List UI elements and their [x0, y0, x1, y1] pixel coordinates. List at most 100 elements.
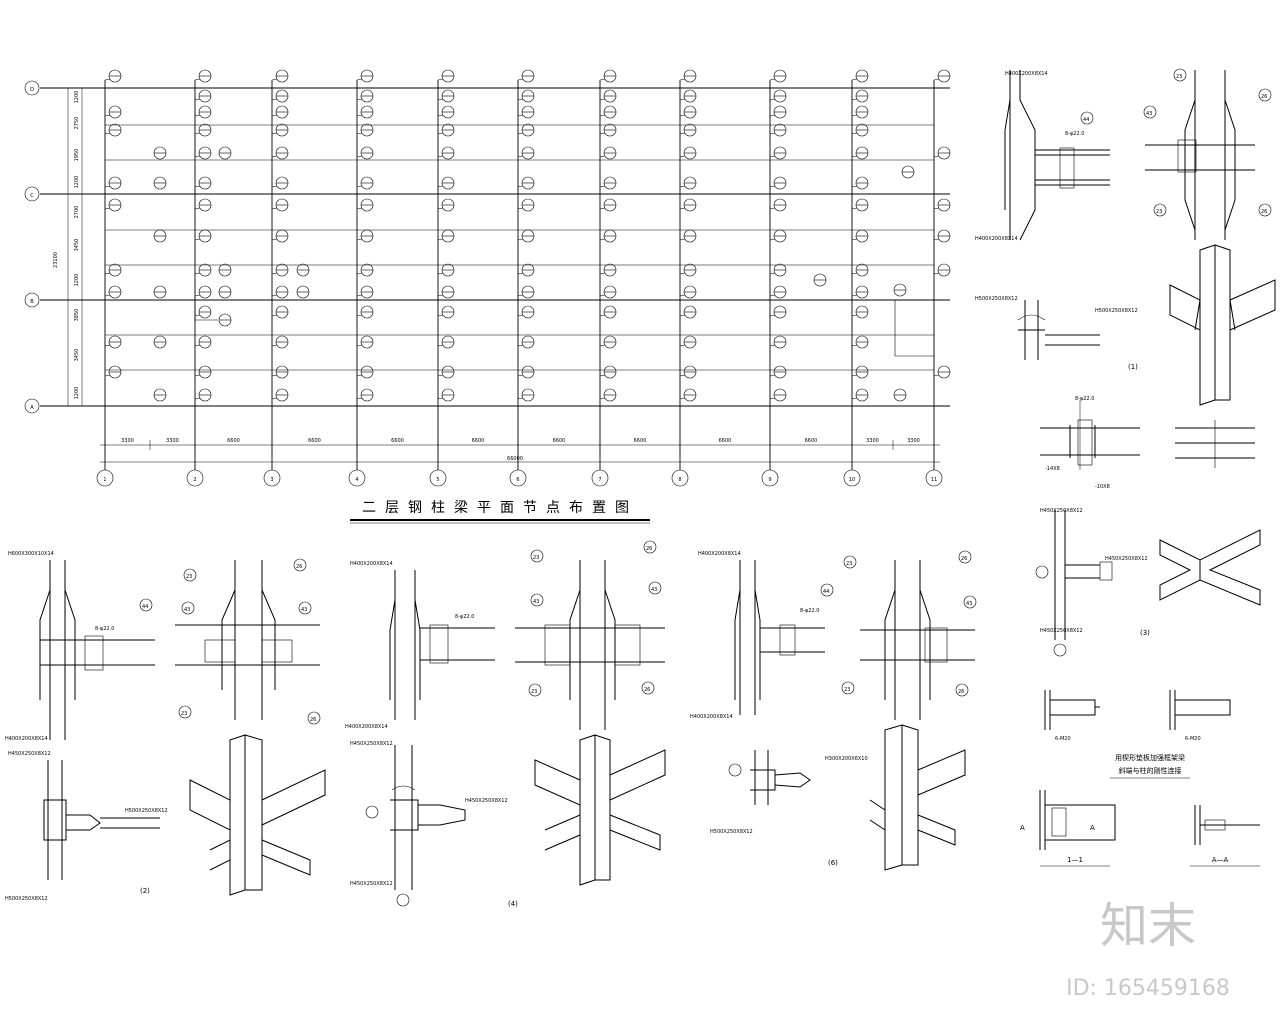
svg-text:23: 23: [186, 574, 192, 580]
node-leader: [356, 397, 363, 400]
svg-text:H500X250X8X12: H500X250X8X12: [710, 829, 753, 835]
axis-label-col: 1: [103, 477, 106, 483]
svg-text:H500X250X8X12: H500X250X8X12: [975, 296, 1018, 302]
node-leader: [769, 397, 776, 400]
watermark: 知末 ID: 165459168: [1066, 898, 1230, 1001]
section-11-label: 1—1: [1067, 856, 1083, 864]
node-leader: [437, 78, 444, 81]
node-leader: [356, 207, 363, 210]
axis-label-col: 5: [436, 477, 439, 483]
node-leader: [769, 114, 776, 117]
node-leader: [851, 272, 858, 275]
splice-detail: 8-φ22.0 -14X8 -10X8: [1040, 396, 1255, 490]
node-leader: [851, 207, 858, 210]
row-dim: 2700: [74, 206, 80, 219]
svg-text:H400X200X8X14: H400X200X8X14: [690, 714, 733, 720]
node-leader: [679, 397, 686, 400]
bay-dim: 6600: [553, 438, 566, 444]
node-leader: [851, 114, 858, 117]
svg-text:H400X200X8X14: H400X200X8X14: [350, 561, 393, 567]
total-width-dim: 66000: [507, 456, 523, 462]
node-leader: [517, 78, 524, 81]
node-leader: [194, 294, 201, 297]
node-leader: [851, 78, 858, 81]
row-dim: 3450: [74, 349, 80, 362]
svg-text:H450X250X8X12: H450X250X8X12: [350, 881, 393, 887]
axis-bubble-col: [96, 469, 114, 487]
node-leader: [356, 294, 363, 297]
svg-text:H300X200X6X10: H300X200X6X10: [825, 756, 868, 762]
svg-text:A: A: [1020, 824, 1025, 832]
node-leader: [517, 207, 524, 210]
node-leader: [769, 272, 776, 275]
node-leader: [769, 294, 776, 297]
node-leader: [517, 397, 524, 400]
axis-label-col: 9: [768, 477, 771, 483]
axis-label-col: 11: [931, 477, 937, 483]
node-leader: [356, 114, 363, 117]
node-leader: [194, 344, 201, 347]
node-leader: [271, 314, 278, 317]
axis-bubble-col: [348, 469, 366, 487]
node-leader: [194, 155, 201, 158]
node-leader: [104, 294, 111, 297]
svg-text:23: 23: [844, 687, 850, 693]
node-leader: [194, 238, 201, 241]
svg-text:23: 23: [1176, 74, 1182, 80]
svg-text:8-φ22.0: 8-φ22.0: [455, 614, 474, 620]
bay-dim: 6600: [634, 438, 647, 444]
node-leader: [679, 185, 686, 188]
node-leader: [356, 98, 363, 101]
axis-bubble-col: [591, 469, 609, 487]
svg-text:H400X200X8X14: H400X200X8X14: [5, 736, 48, 742]
svg-text:26: 26: [644, 687, 650, 693]
node-leader: [599, 114, 606, 117]
svg-text:26: 26: [958, 689, 964, 695]
note-subtitle: 斜端与柱的刚性连接: [1119, 766, 1182, 775]
svg-text:43: 43: [1146, 111, 1152, 117]
detail-label-1: (1): [1128, 363, 1138, 371]
node-leader: [933, 272, 940, 275]
detail-label-6: (6): [828, 859, 838, 867]
node-leader: [104, 374, 111, 377]
node-leader: [271, 272, 278, 275]
node-leader: [194, 78, 201, 81]
node-leader: [769, 314, 776, 317]
svg-text:8-φ22.0: 8-φ22.0: [1075, 396, 1094, 402]
node-leader: [194, 272, 201, 275]
row-dim: 1200: [74, 91, 80, 104]
section-aa-label: A—A: [1212, 856, 1229, 864]
node-leader: [194, 207, 201, 210]
svg-text:43: 43: [533, 599, 539, 605]
svg-text:26: 26: [1261, 94, 1267, 100]
node-leader: [271, 185, 278, 188]
node-leader: [437, 272, 444, 275]
node-leader: [437, 207, 444, 210]
node-leader: [517, 374, 524, 377]
axis-label-col: 3: [270, 477, 273, 483]
note-title: 用楔形垫板加强框架梁: [1115, 753, 1185, 762]
node-leader: [851, 344, 858, 347]
svg-text:26: 26: [961, 556, 967, 562]
bay-dim: 6600: [308, 438, 321, 444]
svg-text:23: 23: [531, 689, 537, 695]
node-leader: [769, 132, 776, 135]
node-leader: [437, 294, 444, 297]
node-leader: [769, 238, 776, 241]
node-leader: [679, 132, 686, 135]
node-leader: [599, 397, 606, 400]
node-leader: [271, 238, 278, 241]
detail-label-4: (4): [508, 900, 518, 908]
node-leader: [599, 155, 606, 158]
bay-dim: 3300: [121, 438, 134, 444]
axis-bubble-col: [263, 469, 281, 487]
node-leader: [437, 114, 444, 117]
axis-bubble-col: [186, 469, 204, 487]
node-leader: [769, 344, 776, 347]
node-leader: [851, 132, 858, 135]
node-leader: [194, 132, 201, 135]
node-leader: [356, 374, 363, 377]
